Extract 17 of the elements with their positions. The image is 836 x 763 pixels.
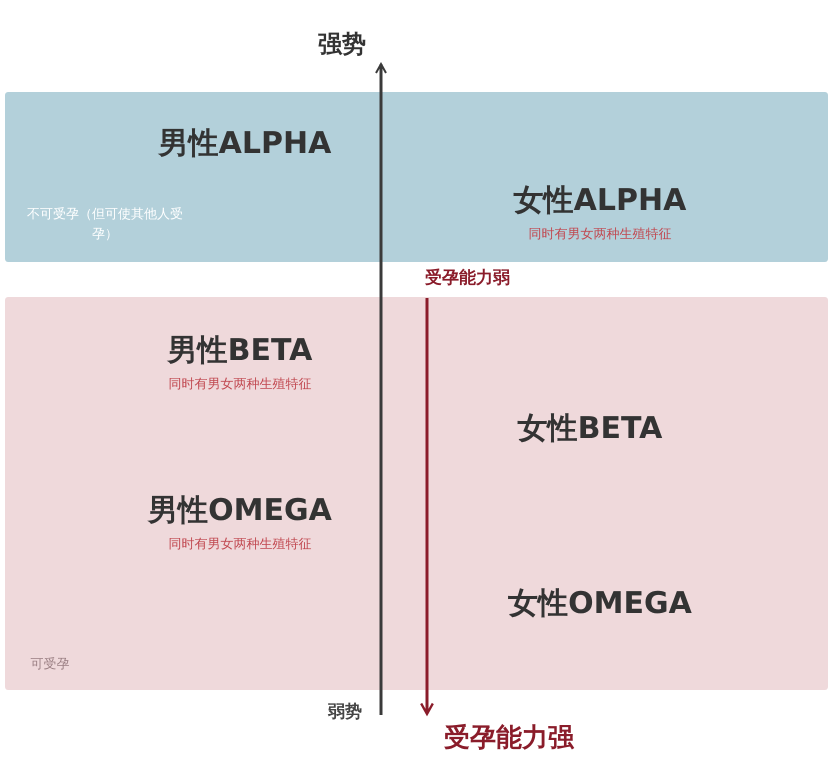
axis-label: 受孕能力强: [444, 722, 574, 755]
category-title: 男性OMEGA: [146, 492, 333, 530]
axis-label: 受孕能力弱: [425, 267, 510, 289]
category-title: 女性ALPHA: [512, 182, 688, 220]
band-background: [5, 92, 828, 262]
axis-label: 强势: [318, 29, 366, 60]
axis-label: 弱势: [328, 701, 362, 723]
note-text: 可受孕: [30, 656, 70, 674]
category-title: 男性ALPHA: [157, 125, 332, 163]
description-text: 同时有男女两种生殖特征: [528, 226, 672, 243]
category-title: 男性BETA: [166, 332, 314, 370]
category-title: 女性BETA: [516, 410, 664, 448]
band-background: [5, 297, 828, 690]
category-title: 女性OMEGA: [507, 585, 693, 623]
description-text: 同时有男女两种生殖特征: [168, 376, 312, 393]
description-text: 同时有男女两种生殖特征: [168, 536, 312, 553]
note-text: 不可受孕（但可使其他人受孕）: [26, 206, 184, 244]
